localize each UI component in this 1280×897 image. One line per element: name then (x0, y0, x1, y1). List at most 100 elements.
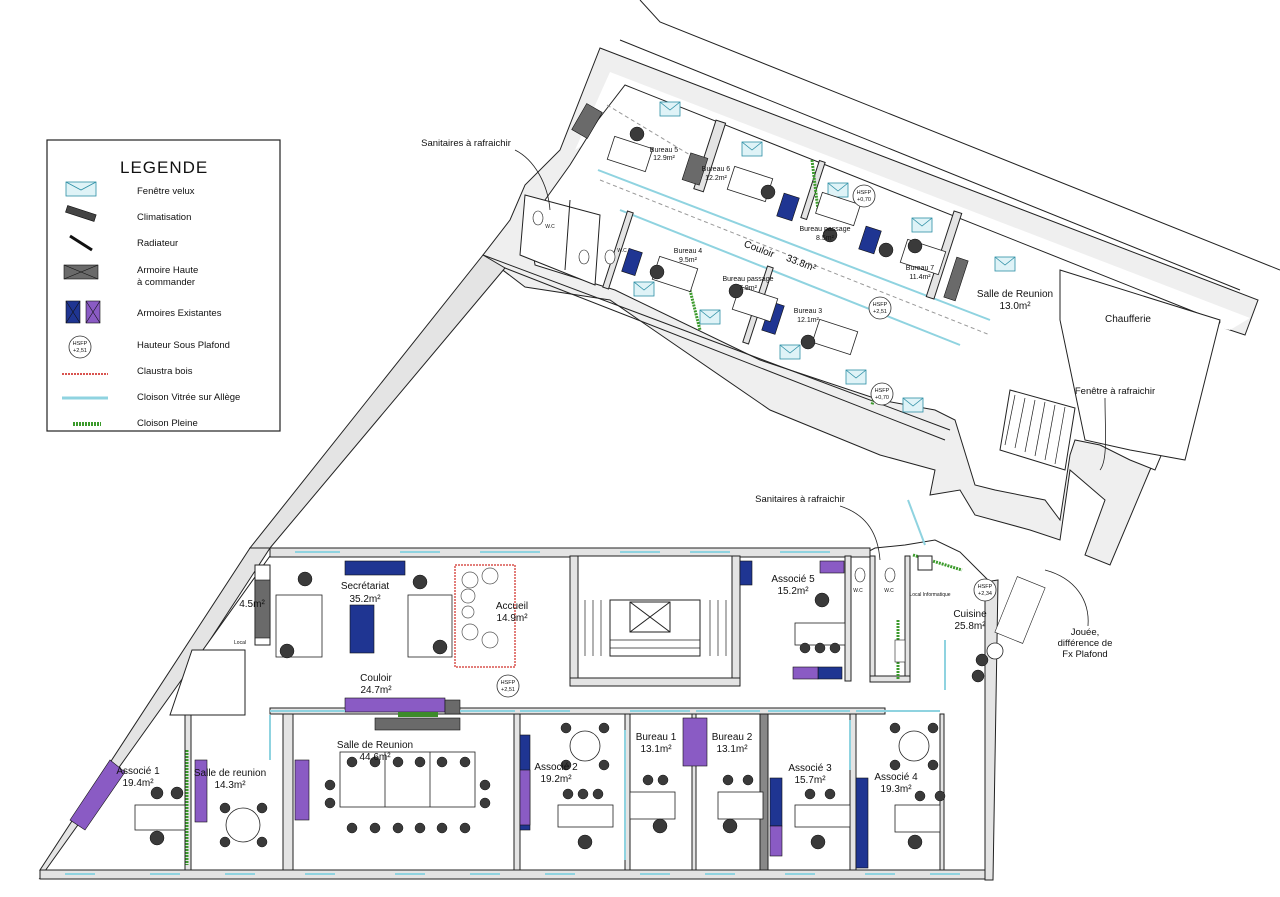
annotation-fenetre: Fenêtre à rafraichir (1075, 386, 1155, 397)
room-area: 12.1m² (797, 317, 819, 324)
legend-label-armoires-existantes: Armoires Existantes (137, 308, 222, 319)
staircase-upper (999, 389, 1076, 471)
legend-label-armoire-haute-2: à commander (137, 277, 195, 288)
radiateur-icon (69, 234, 93, 252)
annotation-jouee-1: Jouée, (1071, 627, 1100, 638)
room-area: 13.0m² (999, 301, 1031, 312)
hsfp-value: +0,70 (857, 197, 871, 203)
chairs (149, 126, 989, 850)
annotation-sanitaires-mid: Sanitaires à rafraichir (755, 494, 845, 505)
hsfp-label: HSFP (978, 584, 993, 590)
room-name: Bureau 5 (650, 147, 679, 154)
hsfp-badge (870, 382, 894, 406)
room-area: 25.8m² (954, 621, 986, 632)
legend-title: LEGENDE (120, 158, 208, 177)
room-name: Bureau 3 (794, 308, 823, 315)
round-tables (225, 642, 1004, 843)
legend-label-claustra: Claustra bois (137, 366, 193, 377)
hsfp-value: +2,34 (978, 591, 992, 597)
room-name: Associé 5 (771, 574, 815, 585)
annotation-sanitaires-top: Sanitaires à rafraichir (421, 138, 511, 149)
lower-interior-walls (169, 555, 945, 871)
wc-fixtures (532, 210, 1046, 663)
hsfp-sample-value: +2,51 (73, 348, 87, 354)
hsfp-badge (496, 674, 520, 698)
fenetre-velux-icon (65, 181, 97, 197)
room-name: Bureau 6 (702, 166, 731, 173)
legend: LEGENDE Fenêtre velux Climatisation Radi… (46, 139, 281, 432)
armoires-existantes (69, 192, 882, 869)
hsfp-badge (852, 184, 876, 208)
velux-windows (633, 101, 1016, 413)
room-area: 9.5m² (679, 257, 698, 264)
armoire-haute-icon (63, 264, 99, 280)
room-name: Bureau passage (723, 276, 774, 283)
armoires-hautes (254, 103, 969, 731)
room-name: Bureau 7 (906, 265, 935, 272)
room-name: Salle de Reunion (337, 740, 413, 751)
cloisons-vitrees (269, 499, 946, 860)
room-area: 35.2m² (349, 594, 381, 605)
wc-label: W.C (853, 588, 863, 594)
room-area: 13.1m² (716, 744, 748, 755)
hsfp-badge (868, 296, 892, 320)
claustra-bois (454, 564, 516, 668)
room-area: 19.3m² (880, 784, 912, 795)
room-name: Associé 1 (116, 766, 160, 777)
wc-label: W.C (545, 224, 555, 230)
room-name: Bureau 1 (636, 732, 677, 743)
hsfp-value: +2,51 (873, 309, 887, 315)
room-name: Bureau 4 (674, 248, 703, 255)
legend-label-armoire-haute: Armoire Haute (137, 265, 198, 276)
hsfp-badges (496, 184, 997, 698)
server-rack-icon (917, 555, 933, 571)
room-name: Accueil (496, 601, 528, 612)
room-area: 44.6m² (359, 752, 391, 763)
room-area: 12.9m² (653, 155, 675, 162)
hsfp-label: HSFP (857, 190, 872, 196)
staircase-lower (584, 599, 727, 657)
hsfp-value: +2,51 (501, 687, 515, 693)
wc-label: W.C (617, 248, 627, 254)
hsfp-value: +0,70 (875, 395, 889, 401)
room-area: 15.7m² (794, 775, 826, 786)
room-name: Salle de reunion (194, 768, 266, 779)
hsfp-label: HSFP (875, 388, 890, 394)
annotation-jouee-2: différence de (1058, 638, 1113, 649)
local-informatique-label: Local Informatique (909, 592, 950, 598)
legend-label-velux: Fenêtre velux (137, 186, 195, 197)
local-label: Local (234, 640, 246, 646)
room-area: 12.2m² (705, 175, 727, 182)
armoires-existantes-icon (65, 300, 101, 324)
room-area: 11.4m² (909, 274, 931, 281)
hsfp-icon: HSFP +2,51 (68, 335, 92, 359)
accueil-seating (460, 567, 499, 649)
hsfp-label: HSFP (501, 680, 516, 686)
legend-label-radiateur: Radiateur (137, 238, 178, 249)
room-area: 8.5m² (816, 235, 835, 242)
room-name: Associé 3 (788, 763, 832, 774)
room-area: 15.2m² (777, 586, 809, 597)
lower-room-labels: Secrétariat 35.2m² Accueil 14.9m² 4.5m² … (116, 574, 987, 795)
climatisation-icon (65, 205, 97, 222)
room-area: 14.3m² (214, 780, 246, 791)
wc-label: W.C (884, 588, 894, 594)
annotations: Sanitaires à rafraichir Sanitaires à raf… (421, 138, 1155, 660)
room-name: Secrétariat (341, 581, 390, 592)
room-area: 4.5m² (239, 599, 265, 610)
room-area: 14.9m² (496, 613, 528, 624)
legend-label-climatisation: Climatisation (137, 212, 191, 223)
hsfp-badge-texts: HSFP +0,70 HSFP +2,51 HSFP +0,70 HSFP +2… (501, 190, 993, 693)
desks (134, 135, 947, 833)
chaufferie-label: Chaufferie (1105, 314, 1151, 325)
room-area: 24.7m² (360, 685, 392, 696)
room-name: Couloir (360, 673, 392, 684)
room-area: 19.2m² (540, 774, 572, 785)
room-area: 19.4m² (122, 778, 154, 789)
room-area: 13.1m² (640, 744, 672, 755)
hsfp-badge (973, 578, 997, 602)
legend-label-cloison-pleine: Cloison Pleine (137, 418, 198, 429)
chaufferie-room (1059, 269, 1221, 461)
hsfp-label: HSFP (873, 302, 888, 308)
annotation-jouee-3: Fx Plafond (1062, 649, 1107, 660)
